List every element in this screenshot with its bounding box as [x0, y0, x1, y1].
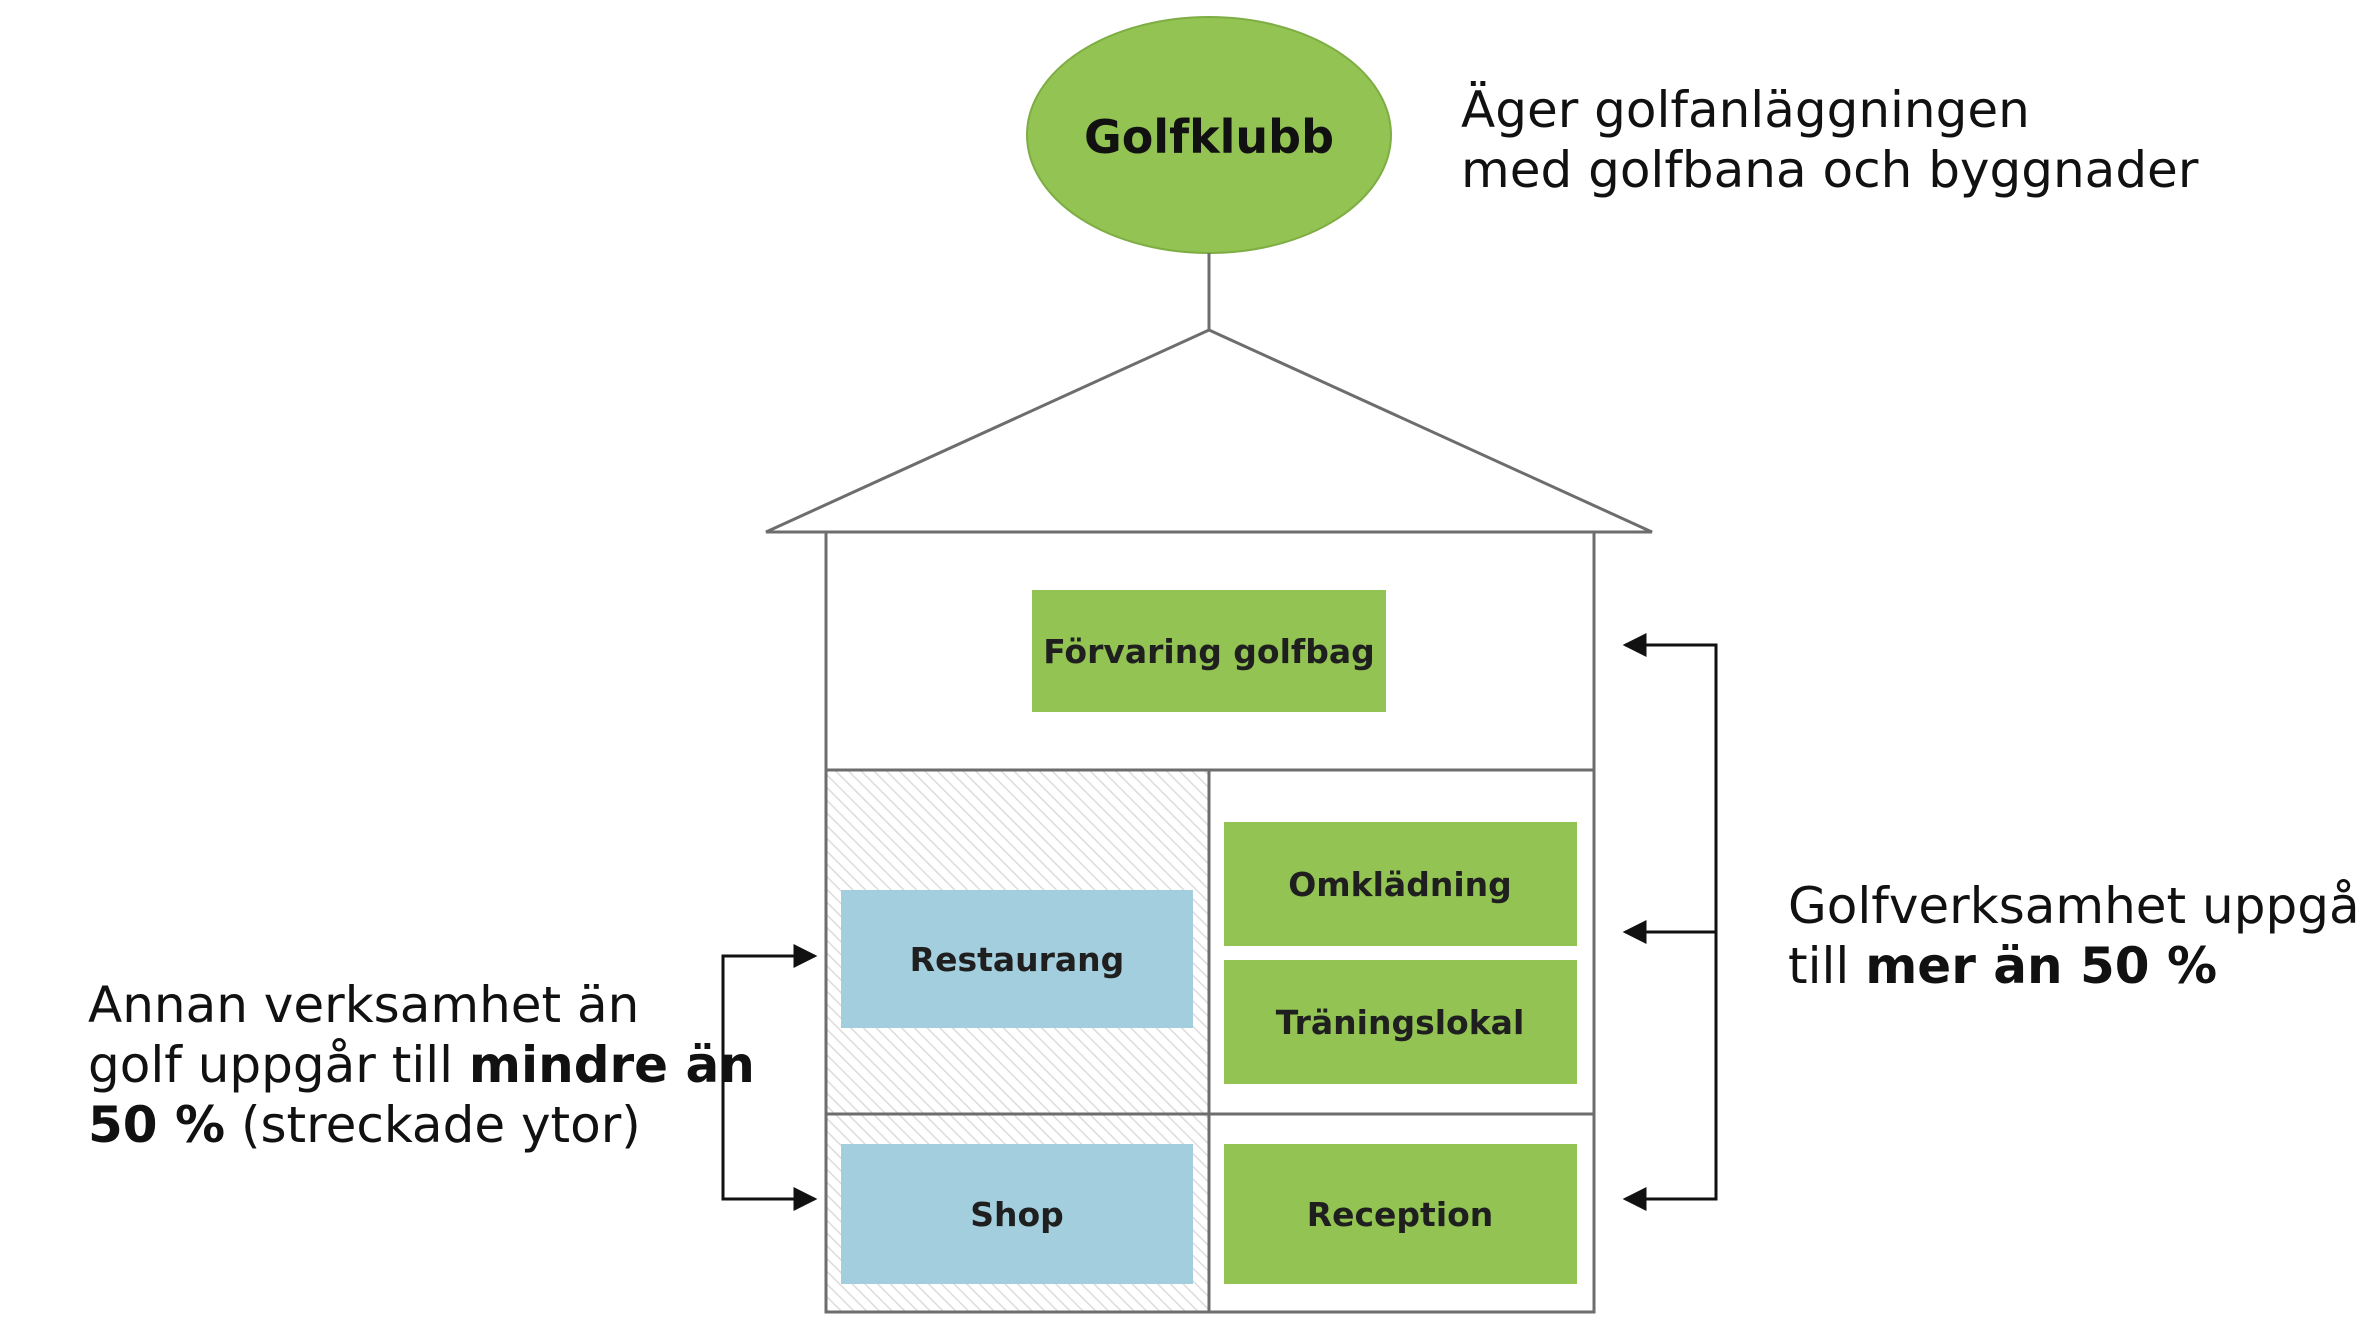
house-roof — [765, 328, 1653, 534]
room-shop-label: Shop — [970, 1195, 1064, 1234]
room-shop — [841, 1144, 1193, 1284]
room-storage — [1032, 590, 1386, 712]
right-note-line2: till mer än 50 % — [1788, 936, 2360, 996]
left-note-line3-bold: 50 % — [88, 1096, 226, 1154]
room-reception — [1224, 1144, 1577, 1284]
right-note-line2-bold: mer än 50 % — [1865, 937, 2218, 995]
left-note-line2-prefix: golf uppgår till — [88, 1036, 469, 1094]
right-note-line1: Golfverksamhet uppgår — [1788, 877, 2360, 935]
left-note-line2-bold: mindre än — [468, 1036, 755, 1094]
right-bracket — [1622, 633, 1718, 1211]
left-note: Annan verksamhet än golf uppgår till min… — [88, 975, 755, 1155]
room-training-label: Träningslokal — [1276, 1003, 1525, 1042]
room-training — [1224, 960, 1577, 1084]
golfklubb-label: Golfklubb — [1084, 110, 1334, 164]
room-changing-label: Omklädning — [1288, 865, 1512, 904]
room-restaurant — [841, 890, 1193, 1028]
left-bracket — [721, 944, 818, 1211]
owner-description-line2: med golfbana och byggnader — [1461, 141, 2199, 199]
room-reception-label: Reception — [1307, 1195, 1494, 1234]
left-note-line1: Annan verksamhet än — [88, 976, 640, 1034]
right-note-line2-prefix: till — [1788, 937, 1866, 995]
room-restaurant-label: Restaurang — [910, 940, 1125, 979]
owner-description: Äger golfanläggningen med golfbana och b… — [1461, 80, 2198, 200]
room-storage-label: Förvaring golfbag — [1043, 632, 1375, 671]
owner-description-line1: Äger golfanläggningen — [1461, 81, 2030, 139]
left-note-line3: 50 % (streckade ytor) — [88, 1095, 755, 1155]
right-note: Golfverksamhet uppgår till mer än 50 % — [1788, 876, 2360, 996]
left-note-line3-suffix: (streckade ytor) — [225, 1096, 641, 1154]
left-note-line2: golf uppgår till mindre än — [88, 1035, 755, 1095]
room-changing — [1224, 822, 1577, 946]
